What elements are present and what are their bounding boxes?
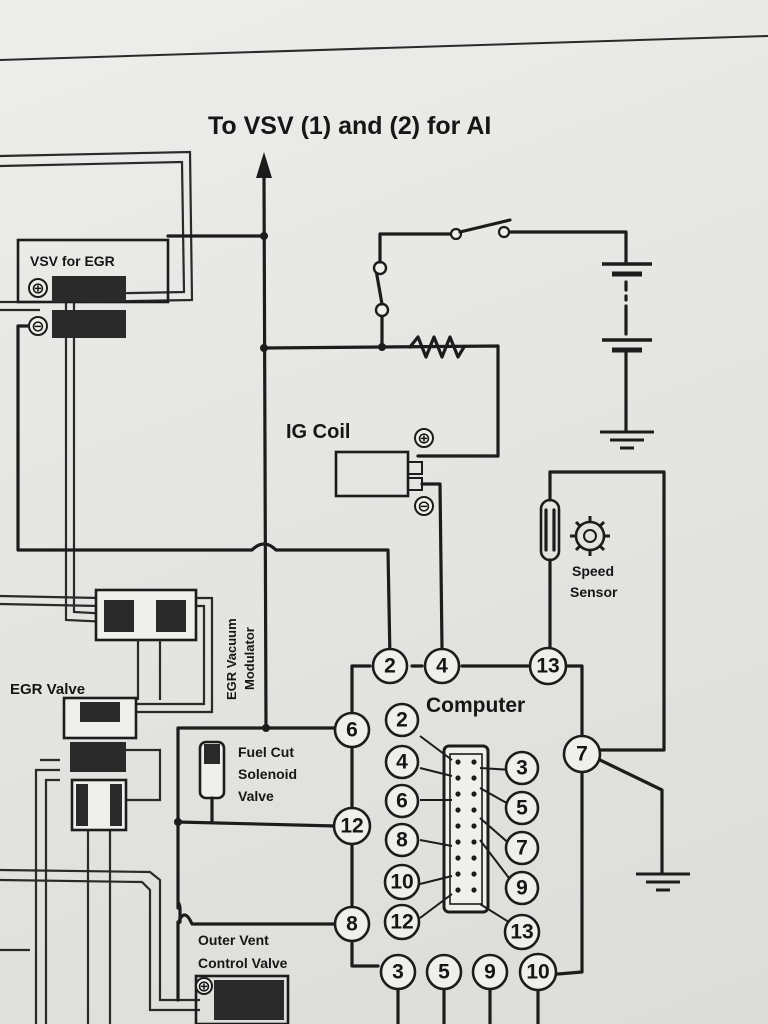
svg-text:5: 5: [516, 797, 528, 820]
terminal-left-12: 12: [332, 806, 372, 846]
vsv-for-egr: VSV for EGR ⊕ ⊖: [16, 238, 170, 338]
terminal-left-6: 6: [333, 711, 371, 749]
svg-text:2: 2: [396, 709, 408, 732]
svg-text:6: 6: [346, 719, 358, 742]
fuel-cut-label-1: Fuel Cut: [238, 744, 294, 760]
pin-label-5: 5: [504, 790, 540, 826]
egr-vacuum-modulator-label: EGR Vacuum Modulator: [224, 618, 257, 700]
terminal-left-8: 8: [333, 905, 371, 943]
egr-modulator-line-1: EGR Vacuum: [224, 618, 239, 700]
svg-text:5: 5: [438, 961, 450, 984]
terminal-top-13: 13: [528, 646, 568, 686]
pin-label-4: 4: [384, 744, 420, 780]
egr-modulator-line-2: Modulator: [242, 627, 257, 690]
outer-vent-label-1: Outer Vent: [198, 932, 269, 948]
pin-label-13: 13: [503, 913, 541, 951]
svg-text:3: 3: [516, 757, 528, 780]
terminal-bottom-3: 3: [379, 953, 417, 991]
fuel-cut-label-2: Solenoid: [238, 766, 297, 782]
svg-text:2: 2: [384, 655, 396, 678]
vsv-egr-label: VSV for EGR: [30, 253, 115, 269]
svg-text:9: 9: [484, 961, 496, 984]
coil-plus-terminal: ⊕: [417, 429, 430, 448]
to-vsv-arrow: [256, 152, 272, 730]
terminal-bottom-10: 10: [518, 952, 558, 992]
terminal-top-4: 4: [423, 647, 461, 685]
svg-text:10: 10: [390, 871, 413, 894]
ig-coil-label: IG Coil: [286, 421, 350, 443]
svg-text:7: 7: [576, 743, 588, 766]
pin-label-7: 7: [504, 830, 540, 866]
pin-label-3: 3: [504, 750, 540, 786]
svg-text:8: 8: [396, 829, 408, 852]
terminal-bottom-9: 9: [471, 953, 509, 991]
vsv-plus-terminal: ⊕: [31, 279, 44, 298]
svg-text:9: 9: [516, 877, 528, 900]
outer-vent-control-valve: Outer Vent Control Valve ⊕: [194, 932, 290, 1024]
outer-vent-plus-terminal: ⊕: [197, 977, 210, 996]
terminal-right-7: 7: [562, 734, 602, 774]
pin-label-6: 6: [384, 783, 420, 819]
ignition-battery-circuit: [260, 218, 654, 458]
vsv-wires: [16, 232, 392, 662]
computer-connector: [419, 735, 513, 925]
svg-text:12: 12: [340, 815, 363, 838]
diagram-title: To VSV (1) and (2) for AI: [208, 112, 491, 140]
computer-unit: Computer: [350, 664, 690, 1024]
terminal-top-2: 2: [371, 647, 409, 685]
pin-label-10: 10: [383, 863, 421, 901]
svg-text:6: 6: [396, 790, 408, 813]
svg-text:4: 4: [436, 655, 448, 678]
fuel-cut-label-3: Valve: [238, 788, 274, 804]
computer-label: Computer: [426, 694, 525, 717]
svg-text:13: 13: [536, 655, 559, 678]
vsv-minus-terminal: ⊖: [31, 317, 44, 336]
egr-valve: EGR Valve: [10, 588, 198, 832]
svg-text:7: 7: [516, 837, 528, 860]
svg-text:10: 10: [526, 961, 549, 984]
speed-sensor-label-1: Speed: [572, 563, 614, 579]
ig-coil: IG Coil ⊕ ⊖: [286, 421, 444, 650]
pin-label-2: 2: [384, 702, 420, 738]
page-border-line: [0, 35, 768, 61]
egr-valve-label: EGR Valve: [10, 681, 85, 698]
speed-sensor-label-2: Sensor: [570, 584, 618, 600]
pin-label-9: 9: [504, 870, 540, 906]
svg-text:12: 12: [390, 911, 413, 934]
outer-vent-label-2: Control Valve: [198, 955, 288, 971]
svg-text:8: 8: [346, 913, 358, 936]
coil-minus-terminal: ⊖: [417, 497, 430, 516]
pin-label-8: 8: [384, 822, 420, 858]
speed-sensor: Speed Sensor: [539, 470, 666, 752]
fuel-cut-solenoid: Fuel Cut Solenoid Valve: [174, 724, 338, 1002]
svg-text:4: 4: [396, 751, 408, 774]
svg-text:13: 13: [510, 921, 533, 944]
terminal-bottom-5: 5: [425, 953, 463, 991]
svg-text:3: 3: [392, 961, 404, 984]
pin-label-12: 12: [383, 903, 421, 941]
